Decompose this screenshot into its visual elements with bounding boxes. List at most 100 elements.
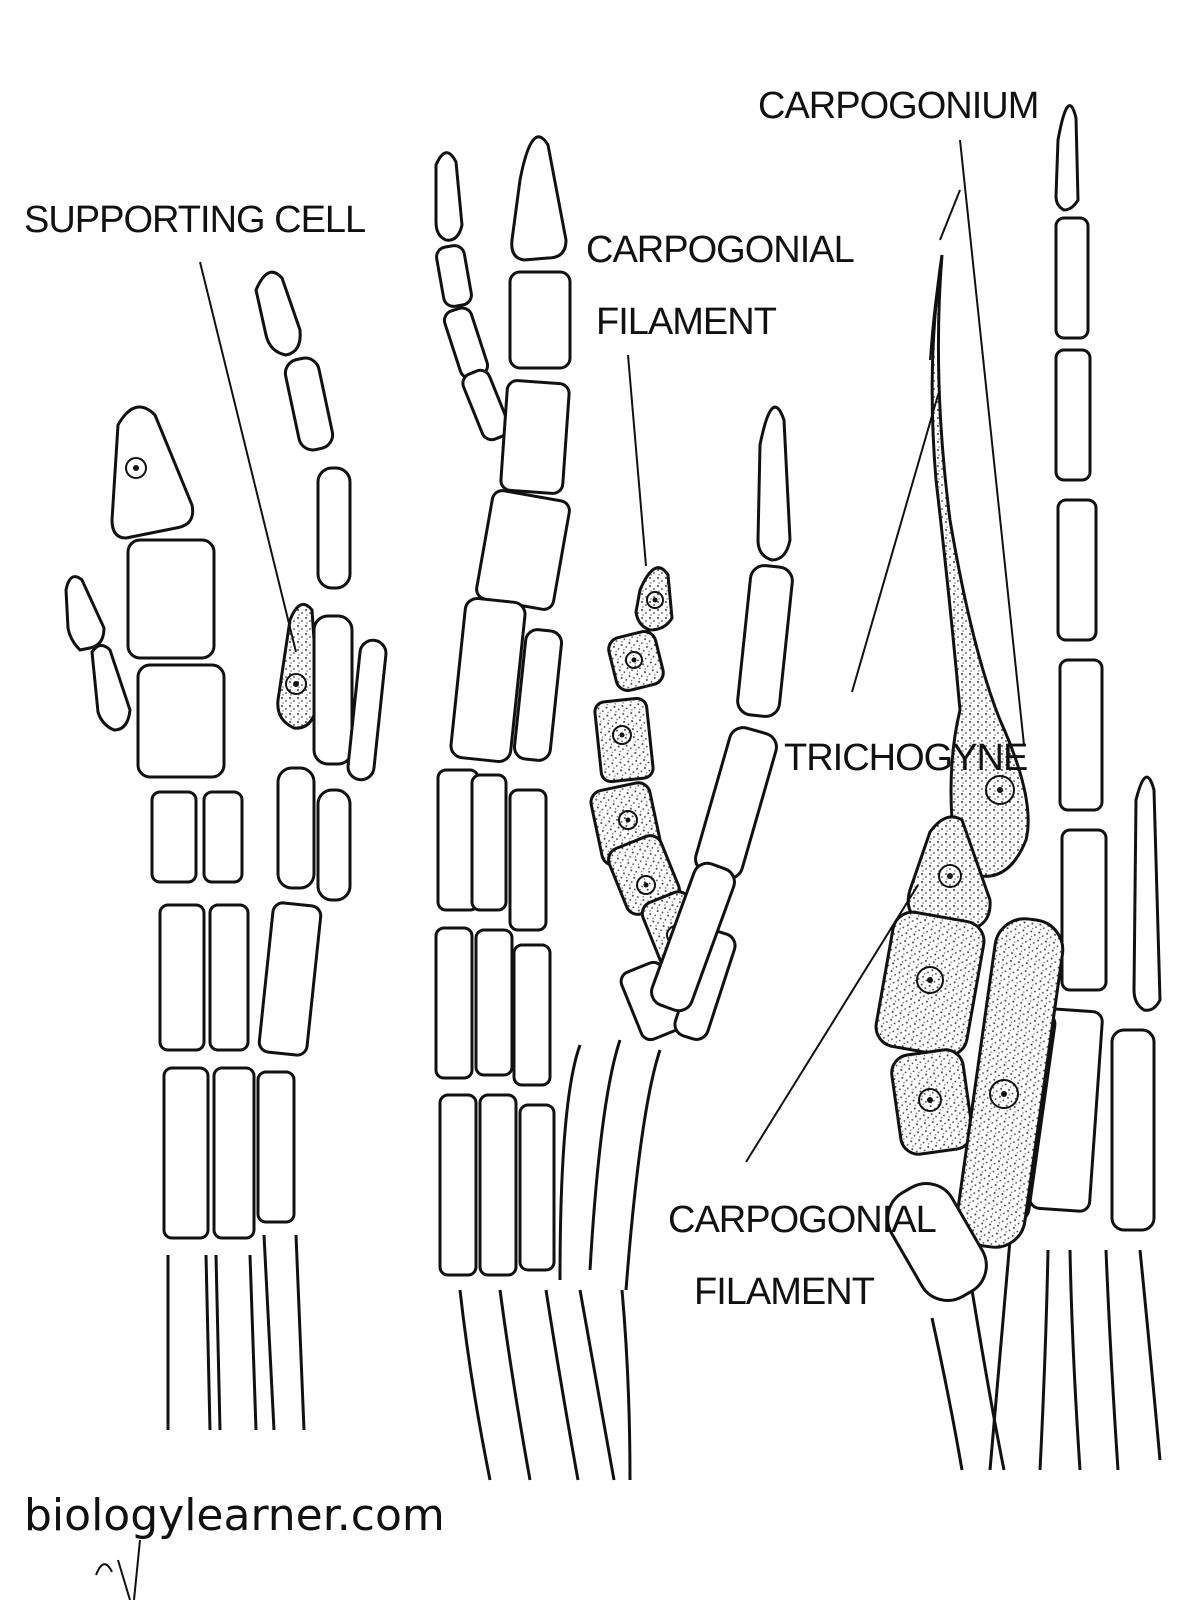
signature-mark [95, 1539, 141, 1600]
filament-stem [248, 1254, 258, 1431]
carpogonial-cell-nucleus-dot [927, 977, 933, 983]
carpogonial-cell-nucleus [625, 651, 643, 669]
filament-cell [162, 1066, 210, 1240]
filament-cell [434, 926, 474, 1080]
carpogonial-cell-nucleus [646, 591, 664, 609]
leader-carpogonial-filament-top [627, 354, 647, 567]
pericentral-cell [449, 596, 527, 764]
label-carpogonium: CARPOGONIUM [758, 85, 1038, 127]
branch-cell [736, 564, 794, 718]
branch-tip-cell [254, 270, 302, 357]
filament-stem [558, 1044, 582, 1281]
branch-cell [90, 644, 132, 732]
supporting-cell-nucleus-dot [1001, 1091, 1007, 1097]
filament-cell [518, 1103, 556, 1272]
carpogonium-nucleus-dot [997, 787, 1003, 793]
carpogonial-cell-nucleus-dot [643, 882, 649, 888]
axial-cell [126, 538, 216, 660]
axial-cell [1054, 216, 1090, 340]
leader-carpogonium [959, 139, 1025, 746]
supporting-cell [276, 602, 320, 730]
leader-lines [199, 139, 1025, 1163]
carpogonial-cell-nucleus-dot [927, 1097, 933, 1103]
apical-cell [1054, 104, 1080, 212]
carpogonial-cell-nucleus [618, 810, 638, 830]
apical-nucleus-ring [125, 457, 147, 479]
branch-cell [64, 575, 106, 652]
filament-cell [886, 1182, 988, 1302]
filament-cell [470, 773, 508, 912]
branch-cell [461, 368, 511, 442]
filament-cell [202, 790, 244, 884]
filament-cell [512, 943, 552, 1087]
filament-cell [212, 1066, 256, 1240]
carpogonial-cell-nucleus-dot [619, 732, 625, 738]
carpogonial-cell-nucleus-dot [631, 657, 637, 663]
leader-trichogyne [851, 394, 939, 693]
leader-carpogonium-fork [939, 189, 961, 241]
apical-cell [510, 135, 568, 262]
filament-stem [624, 1049, 662, 1291]
label-carpogonial-filament-top-line2: FILAMENT [596, 301, 777, 343]
branch-cell [283, 356, 335, 452]
pericentral-cell [312, 614, 354, 766]
branch-tip-cell [756, 405, 792, 562]
filament-cell [276, 766, 316, 890]
branch-cell [435, 244, 473, 308]
carpogonial-cell-nucleus [938, 864, 962, 888]
supporting-cell-nucleus-dot [293, 681, 299, 687]
carpogonial-cell-nucleus [918, 1088, 942, 1112]
filament-stem [498, 1289, 532, 1481]
filament-stem [458, 1289, 492, 1481]
filament-stem [578, 1289, 616, 1481]
filament-cell [316, 788, 352, 902]
carpogonial-filament-cell [593, 696, 655, 784]
carpogonium-nucleus-ring [985, 775, 1015, 805]
filament-stem [204, 1254, 212, 1431]
trichogyne [930, 254, 1030, 878]
filament-cell [158, 903, 206, 1052]
carpogonial-cell-nucleus-dot [652, 597, 658, 603]
middle-filament [434, 135, 794, 1481]
right-filament [874, 104, 1162, 1471]
pericentral-cell [346, 638, 388, 782]
filament-cell [208, 903, 250, 1052]
filament-cell [438, 1093, 478, 1277]
filament-stem [294, 1234, 306, 1431]
filament-cell [478, 1093, 518, 1277]
pericentral-cell [512, 628, 564, 762]
label-trichogyne: TRICHOGYNE [784, 737, 1027, 779]
label-carpogonial-filament-bottom-line2: FILAMENT [694, 1271, 875, 1313]
supporting-cell-nucleus [989, 1079, 1019, 1109]
carpogonial-filament-cell [874, 910, 986, 1058]
filament-stem [544, 1289, 580, 1481]
branch-tip-cell [434, 151, 464, 242]
label-carpogonial-filament-bottom-line1: CARPOGONIAL [668, 1199, 936, 1241]
filament-stem [620, 1289, 632, 1481]
branch-cell [694, 726, 778, 880]
filament-stem [1138, 1249, 1162, 1461]
branch-tip-cell [1132, 775, 1162, 1012]
axial-cell [508, 270, 572, 370]
axial-cell [499, 379, 571, 495]
filament-stem [1068, 1249, 1082, 1471]
filament-stem [262, 1234, 276, 1431]
watermark: biologylearner.com [24, 1490, 445, 1541]
axial-cell [1056, 498, 1098, 642]
filament-cell [474, 928, 514, 1077]
filament-cell [508, 788, 548, 932]
filament-stem [970, 1289, 1006, 1471]
carpogonial-cell-nucleus [612, 725, 632, 745]
label-carpogonial-filament-top-line1: CARPOGONIAL [586, 229, 854, 271]
filament-cell [256, 1070, 296, 1224]
filament-stem [1038, 1249, 1050, 1471]
leader-carpogonial-filament-bottom [745, 884, 919, 1163]
axial-cell [1060, 828, 1108, 992]
apical-cell [110, 405, 195, 540]
carpogonial-cell-nucleus [636, 875, 656, 895]
branch-cell [1110, 1028, 1156, 1232]
filament-cell [150, 790, 198, 884]
filament-stem [1104, 1249, 1120, 1471]
carpogonial-cell-nucleus-dot [625, 817, 631, 823]
